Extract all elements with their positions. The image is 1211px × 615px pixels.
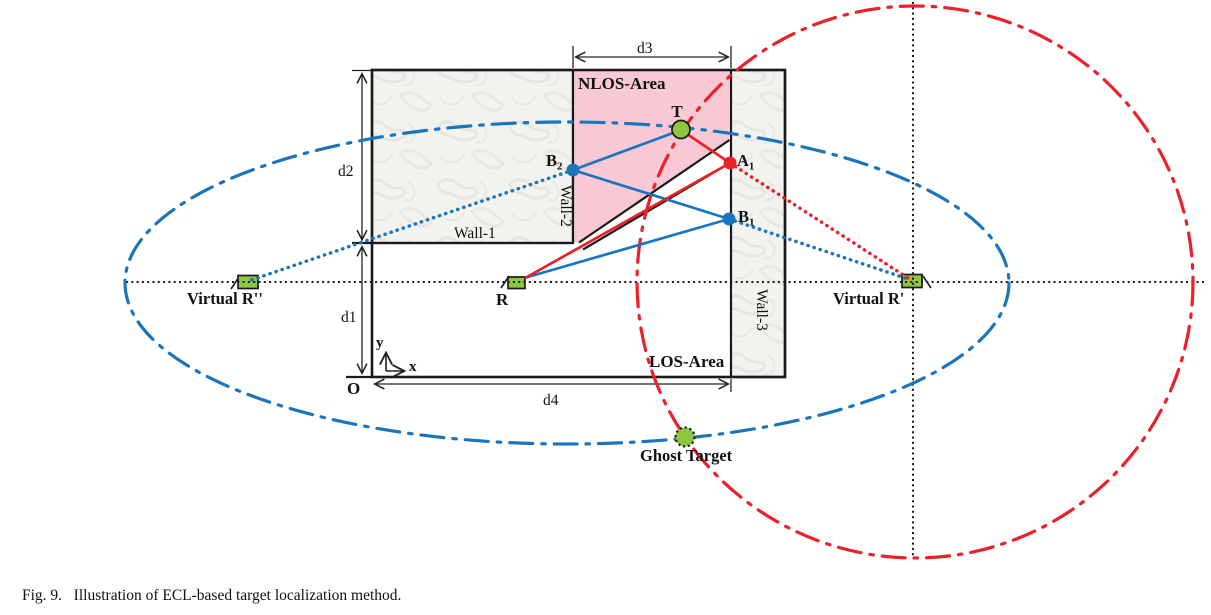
- receiver-label: R: [496, 290, 509, 309]
- coordinate-axes: [386, 353, 404, 371]
- ecl-localization-diagram: NLOS-Area LOS-Area Wall-1 Wall-2 Wall-3 …: [123, 2, 1204, 560]
- point-b1: [722, 212, 736, 226]
- ghost-target-label: Ghost Target: [640, 446, 733, 465]
- target-label: T: [671, 102, 683, 121]
- dimension-d4: [375, 379, 732, 392]
- virtual-r1-label: Virtual R': [833, 289, 904, 308]
- x-axis-label: x: [409, 359, 417, 375]
- virtual-path-b1-to-r1: [727, 217, 910, 281]
- point-a1-label: A1: [737, 151, 754, 173]
- wall-1-label: Wall-1: [454, 225, 496, 242]
- virtual-r2-label: Virtual R'': [187, 289, 263, 308]
- target-point: [671, 119, 691, 140]
- dim-d3-label: d3: [637, 40, 653, 57]
- dim-d2-label: d2: [338, 163, 354, 180]
- point-b2-label: B2: [546, 151, 563, 173]
- dim-d4-label: d4: [543, 392, 559, 409]
- wall-1-2-block: [370, 68, 575, 245]
- red-ecl-ellipse: [635, 4, 1195, 560]
- dimension-d2: [352, 69, 371, 240]
- nlos-area-region: [574, 71, 730, 243]
- nlos-boundary-diagonal: [578, 139, 731, 244]
- room-outline: [370, 68, 787, 379]
- two-bounce-path: [524, 128, 731, 279]
- figure-caption: Fig. 9. Illustration of ECL-based target…: [22, 587, 402, 604]
- dim-d1-label: d1: [341, 309, 357, 326]
- ghost-target-point: [674, 426, 696, 448]
- receiver-antenna: [507, 276, 526, 290]
- virtual-path-b2-to-r2: [248, 168, 575, 283]
- point-a1: [723, 156, 737, 170]
- los-area-label: LOS-Area: [649, 352, 725, 371]
- wall-3-label: Wall-3: [753, 289, 770, 331]
- point-b2: [566, 163, 580, 177]
- wall-2-label: Wall-2: [557, 185, 574, 227]
- nlos-area-label: NLOS-Area: [578, 74, 666, 93]
- blue-ecl-ellipse: [123, 120, 1011, 446]
- point-b1-label: B1: [738, 207, 755, 229]
- origin-label: O: [347, 379, 360, 398]
- dimension-d3: [572, 46, 732, 68]
- y-axis-label: y: [376, 335, 384, 351]
